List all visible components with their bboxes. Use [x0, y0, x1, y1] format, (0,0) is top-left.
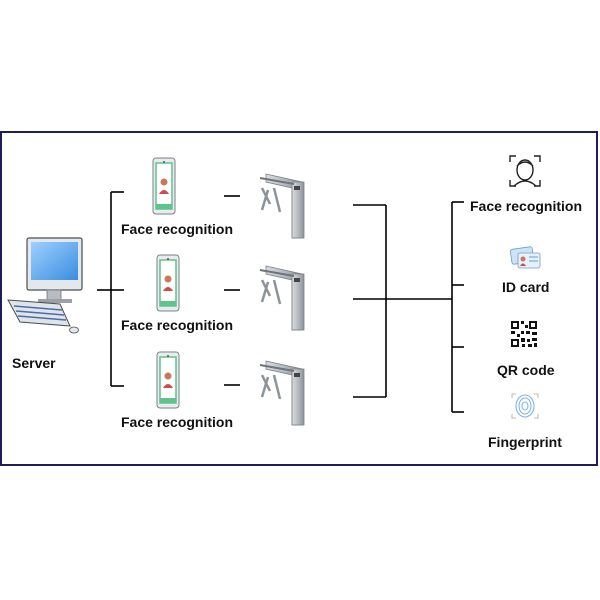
server-label: Server [12, 355, 56, 371]
fingerprint-icon [511, 393, 539, 419]
turnstile-bracket [353, 204, 452, 398]
methods-bracket [451, 201, 464, 413]
qr-code-icon [511, 321, 537, 347]
id-card-icon [509, 246, 541, 269]
method-label-id-card: ID card [502, 279, 550, 295]
face-terminal-3-icon [156, 351, 180, 409]
turnstile-3-icon [258, 359, 306, 427]
method-label-fingerprint: Fingerprint [488, 434, 562, 450]
terminal-label-2: Face recognition [121, 317, 234, 333]
terminal-links [224, 195, 240, 386]
terminal-label-1: Face recognition [121, 221, 234, 237]
face-scan-icon [509, 155, 541, 187]
server-computer-icon [7, 237, 83, 334]
server-bracket [97, 191, 124, 387]
turnstile-2-icon [258, 264, 306, 332]
method-label-face: Face recognition [470, 198, 583, 214]
turnstile-1-icon [258, 172, 306, 240]
face-terminal-1-icon [152, 157, 176, 215]
method-label-qr-code: QR code [497, 362, 555, 378]
terminal-label-3: Face recognition [121, 414, 234, 430]
face-terminal-2-icon [156, 254, 180, 312]
